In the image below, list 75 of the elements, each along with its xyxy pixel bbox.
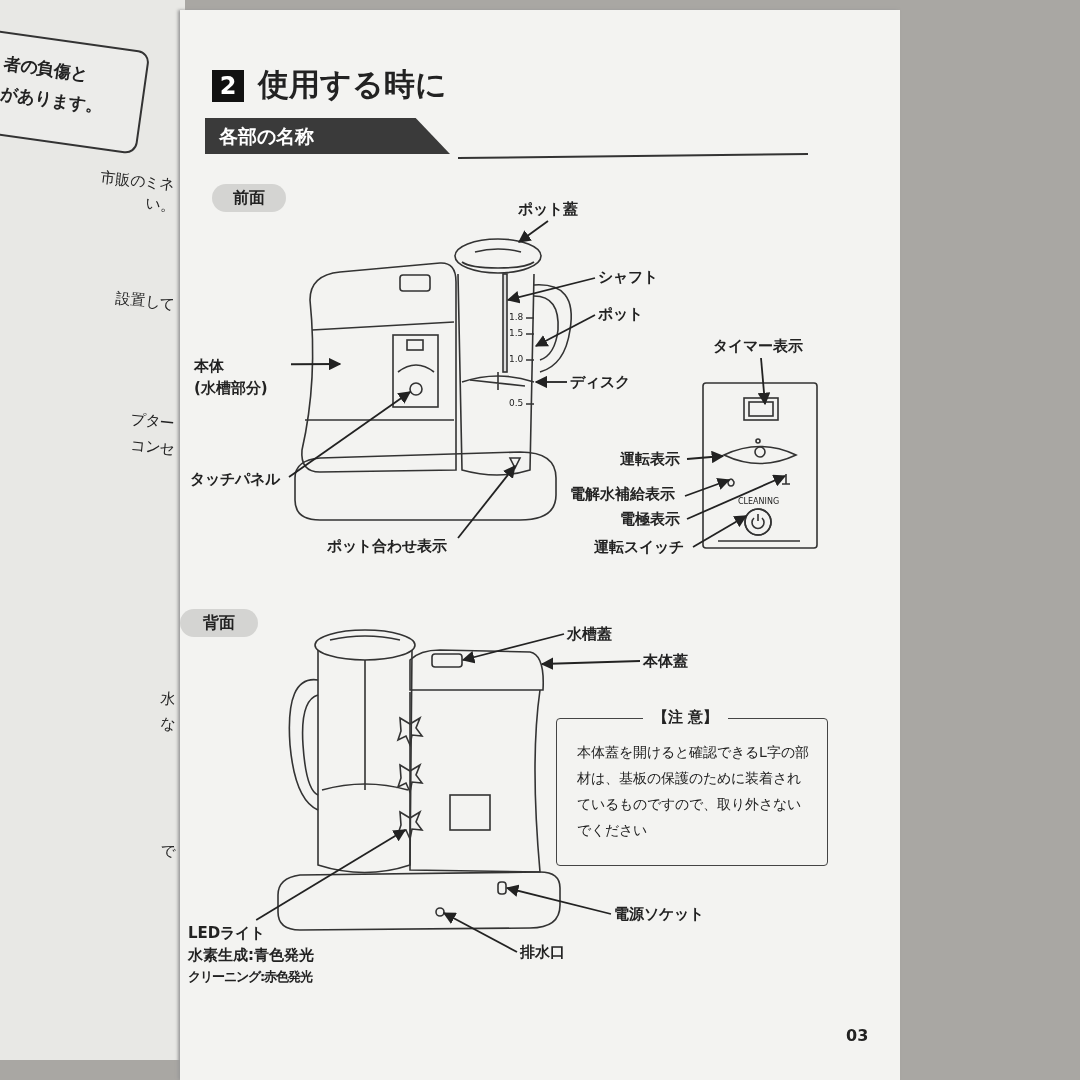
part-label: 水素生成:青色発光 bbox=[188, 945, 315, 966]
part-label: ポット蓋 bbox=[518, 199, 578, 219]
part-label: 水槽蓋 bbox=[567, 624, 615, 644]
leader-arrow bbox=[518, 220, 549, 243]
water-drop-icon bbox=[727, 478, 735, 487]
leader-arrow bbox=[757, 357, 771, 406]
text-fragment: い。 bbox=[144, 194, 176, 217]
leader-arrow bbox=[461, 633, 565, 664]
leader-arrow bbox=[534, 375, 568, 389]
leader-arrow bbox=[534, 314, 596, 347]
part-label: (水槽部分) bbox=[194, 378, 269, 399]
drain-port bbox=[435, 907, 445, 917]
led-lights bbox=[396, 716, 424, 842]
tank-lid bbox=[431, 653, 463, 668]
page-number: 03 bbox=[846, 1026, 869, 1045]
pot bbox=[457, 273, 572, 476]
text-fragment: で bbox=[159, 841, 176, 862]
leader-arrow bbox=[686, 474, 787, 520]
touch-panel bbox=[392, 334, 439, 408]
text-fragment: コンセ bbox=[129, 435, 176, 460]
leader-arrow bbox=[505, 884, 612, 915]
part-label: シャフト bbox=[598, 267, 660, 287]
caution-text: 本体蓋を開けると確認できるL字の部材は、基板の保護のために装着されているものですので、取り外さないでください bbox=[577, 743, 810, 840]
pot-lid bbox=[454, 238, 542, 274]
part-label: 運転表示 bbox=[620, 449, 684, 469]
power-socket bbox=[497, 881, 507, 895]
timer-display bbox=[743, 397, 779, 421]
lid-latch bbox=[399, 274, 431, 292]
view-label: 前面 bbox=[212, 184, 286, 212]
part-label: ディスク bbox=[570, 372, 634, 392]
panel-text: CLEANING bbox=[738, 497, 780, 506]
text-fragment: プター bbox=[129, 409, 176, 434]
section-number: 2 bbox=[212, 70, 244, 102]
part-label: タイマー表示 bbox=[713, 336, 813, 356]
scale-mark: 1.0 bbox=[509, 354, 524, 364]
part-label: ポット bbox=[598, 304, 646, 324]
shaft bbox=[502, 273, 508, 373]
part-label: 電極表示 bbox=[620, 509, 684, 529]
text-fragment: な bbox=[159, 714, 176, 735]
part-label: クリーニング:赤色発光 bbox=[188, 968, 314, 986]
scale-mark: 1.5 bbox=[509, 328, 524, 338]
leader-arrow bbox=[290, 357, 342, 371]
leader-arrow bbox=[506, 277, 596, 304]
part-label: 排水口 bbox=[520, 942, 568, 962]
text-fragment: 市販のミネ bbox=[99, 168, 176, 195]
part-label: 本体蓋 bbox=[643, 651, 691, 671]
leader-arrow bbox=[540, 657, 641, 670]
page-heading: 使用する時に bbox=[258, 65, 447, 104]
caution-heading: 【注 意】 bbox=[643, 707, 729, 727]
view-label: 背面 bbox=[180, 609, 258, 637]
leader-arrow bbox=[684, 477, 731, 497]
part-label: ポット合わせ表示 bbox=[327, 536, 455, 556]
leader-arrow bbox=[457, 465, 516, 539]
part-label: 電源ソケット bbox=[614, 904, 710, 924]
part-label: 運転スイッチ bbox=[594, 537, 690, 557]
part-label: 電解水補給表示 bbox=[570, 484, 682, 504]
leader-arrow bbox=[686, 450, 725, 464]
leader-arrow bbox=[288, 391, 412, 478]
scale-mark: 0.5 bbox=[509, 398, 524, 408]
indicator-ring bbox=[723, 438, 797, 465]
section-heading-band: 各部の名称 bbox=[205, 118, 450, 154]
part-label: LEDライト bbox=[188, 923, 267, 944]
alignment-mark bbox=[508, 457, 522, 470]
electrode-icon bbox=[781, 473, 791, 485]
part-label: 本体 bbox=[194, 356, 225, 377]
part-label: タッチパネル bbox=[190, 469, 286, 489]
leader-arrow bbox=[442, 912, 518, 953]
main-body bbox=[301, 262, 457, 473]
body-lid bbox=[409, 649, 544, 691]
leader-arrow bbox=[255, 829, 407, 921]
text-fragment: 設置して bbox=[114, 288, 176, 315]
scale-mark: 1.8 bbox=[509, 312, 524, 322]
text-fragment: 水 bbox=[159, 689, 176, 710]
disc bbox=[461, 371, 535, 391]
power-switch bbox=[744, 508, 772, 536]
